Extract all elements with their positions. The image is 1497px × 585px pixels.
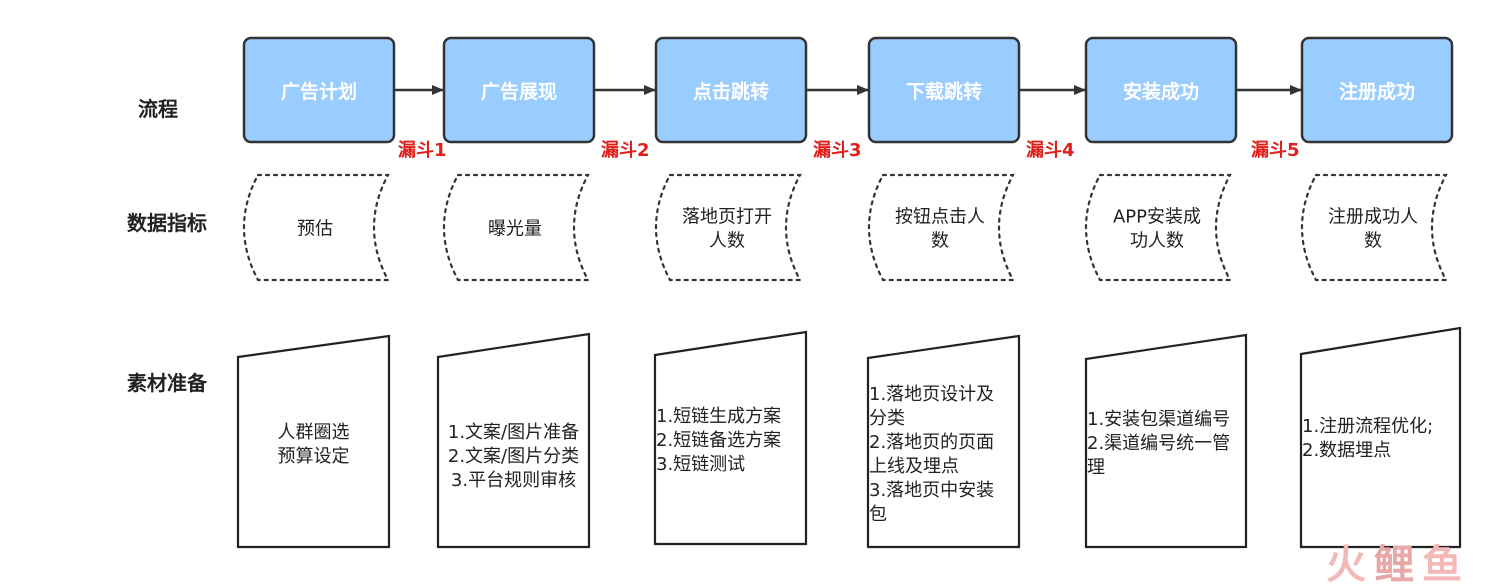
material-text-line: 1.注册流程优化; xyxy=(1302,416,1433,437)
metric-text-line: 数 xyxy=(1364,231,1382,252)
material-text-line: 2.落地页的页面 xyxy=(869,432,994,453)
material-shape xyxy=(1084,333,1248,549)
process-box xyxy=(654,36,808,144)
material-shape xyxy=(866,334,1021,549)
process-box xyxy=(242,36,396,144)
material-text-line: 理 xyxy=(1087,457,1105,478)
material-shape xyxy=(653,330,808,546)
material-text-line: 1.短链生成方案 xyxy=(656,406,781,427)
metric-text-line: 落地页打开 xyxy=(682,207,772,228)
metric-text-line: 曝光量 xyxy=(488,219,542,240)
material-shape xyxy=(1299,326,1462,549)
metric-text-line: 注册成功人 xyxy=(1328,207,1418,228)
material-text-line: 分类 xyxy=(869,408,905,429)
funnel-label-4: 漏斗4 xyxy=(1026,140,1075,161)
process-label: 下载跳转 xyxy=(906,80,982,103)
process-box xyxy=(442,36,596,144)
row-label-metrics: 数据指标 xyxy=(127,211,207,235)
metric-text-line: 功人数 xyxy=(1130,231,1184,252)
material-text-line: 1.安装包渠道编号 xyxy=(1087,409,1230,430)
material-shape xyxy=(436,332,591,549)
process-box xyxy=(867,36,1021,144)
material-text-line: 3.平台规则审核 xyxy=(451,470,576,491)
watermark-char-3: 鱼 xyxy=(1422,542,1462,585)
metric-1: 预估 xyxy=(243,173,390,282)
process-label: 注册成功 xyxy=(1339,80,1415,103)
funnel-label-1: 漏斗1 xyxy=(398,140,447,161)
process-step-5: 安装成功 xyxy=(1084,36,1238,144)
material-text-line: 3.落地页中安装 xyxy=(869,480,994,501)
funnel-label-5: 漏斗5 xyxy=(1251,140,1300,161)
metric-text-line: 人数 xyxy=(709,231,745,252)
material-text-line: 2.文案/图片分类 xyxy=(448,446,579,467)
material-3: 1.短链生成方案 2.短链备选方案 3.短链测试 xyxy=(653,330,808,546)
process-step-4: 下载跳转 xyxy=(867,36,1021,144)
material-text-line: 2.短链备选方案 xyxy=(656,430,781,451)
material-text-line: 1.文案/图片准备 xyxy=(448,422,579,443)
watermark-char-2: 鲤 xyxy=(1374,542,1414,585)
funnel-label-2: 漏斗2 xyxy=(601,140,650,161)
material-text-line: 人群圈选 xyxy=(278,422,350,443)
material-text-line: 上线及埋点 xyxy=(869,456,959,477)
process-box xyxy=(1084,36,1238,144)
metric-text-line: 数 xyxy=(931,231,949,252)
metric-text-line: APP安装成 xyxy=(1113,207,1201,228)
process-box xyxy=(1300,36,1454,144)
row-label-materials: 素材准备 xyxy=(127,371,208,395)
process-label: 广告展现 xyxy=(481,80,557,103)
funnel-label-3: 漏斗3 xyxy=(813,140,862,161)
process-step-6: 注册成功 xyxy=(1300,36,1454,144)
material-shape xyxy=(236,334,391,549)
process-step-2: 广告展现 xyxy=(442,36,596,144)
process-label: 广告计划 xyxy=(281,80,357,103)
metric-text-line: 预估 xyxy=(297,219,333,240)
process-label: 点击跳转 xyxy=(693,80,769,103)
metric-shape xyxy=(868,173,1015,282)
funnel-labels: 漏斗1 漏斗2 漏斗3 漏斗4 漏斗5 xyxy=(398,140,1300,161)
material-text-line: 2.渠道编号统一管 xyxy=(1087,433,1230,454)
row-label-process: 流程 xyxy=(138,97,178,121)
watermark-char-1: 火 xyxy=(1326,542,1366,585)
material-2: 1.文案/图片准备 2.文案/图片分类 3.平台规则审核 xyxy=(436,332,591,549)
material-text-line: 2.数据埋点 xyxy=(1302,440,1391,461)
metric-shape xyxy=(443,173,590,282)
metric-2: 曝光量 xyxy=(443,173,590,282)
material-6: 1.注册流程优化; 2.数据埋点 xyxy=(1299,326,1462,549)
metric-text-line: 按钮点击人 xyxy=(895,207,985,228)
watermark-logo: 火 鲤 鱼 xyxy=(1326,542,1462,585)
process-row: 广告计划 广告展现 点击跳转 下载跳转 安装成功 注册成功 xyxy=(242,36,1454,144)
metric-shape xyxy=(243,173,390,282)
material-text-line: 包 xyxy=(869,504,887,525)
metric-shape xyxy=(655,173,802,282)
material-text-line: 1.落地页设计及 xyxy=(869,384,994,405)
metric-shape xyxy=(1301,173,1448,282)
metric-shape xyxy=(1085,173,1232,282)
process-step-3: 点击跳转 xyxy=(654,36,808,144)
process-label: 安装成功 xyxy=(1123,80,1199,103)
metrics-row: 预估曝光量落地页打开人数按钮点击人数APP安装成功人数注册成功人数 xyxy=(243,173,1448,282)
process-step-1: 广告计划 xyxy=(242,36,396,144)
material-text-line: 3.短链测试 xyxy=(656,454,745,475)
material-text-line: 预算设定 xyxy=(278,446,350,467)
